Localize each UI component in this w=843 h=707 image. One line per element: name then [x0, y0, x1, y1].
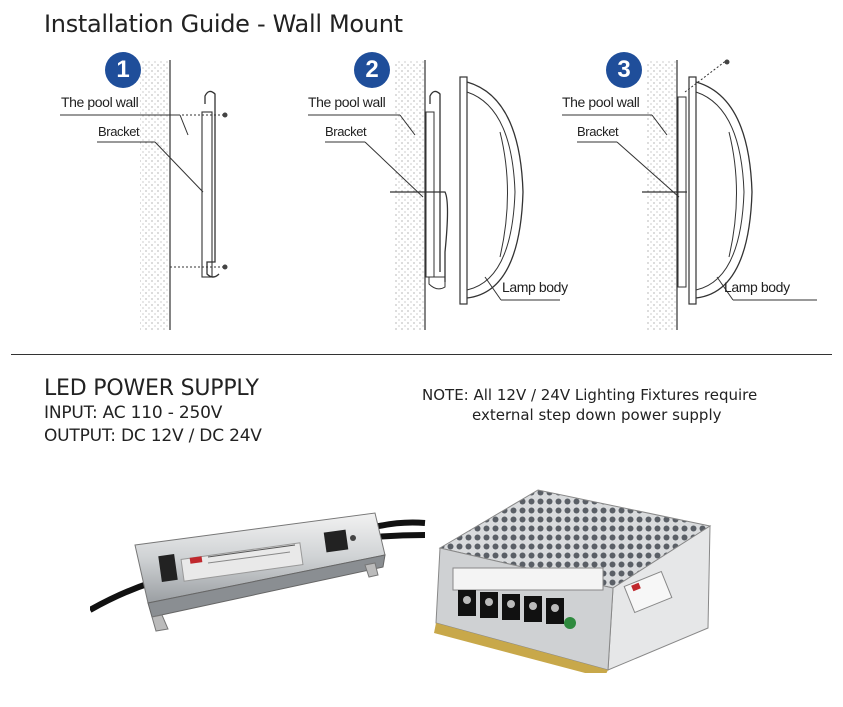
- section-divider: [11, 354, 832, 355]
- step-number-badge: 2: [354, 52, 390, 88]
- input-spec: INPUT: AC 110 - 250V: [44, 403, 223, 423]
- step-2-diagram: [308, 60, 560, 330]
- bracket-label: Bracket: [98, 124, 140, 139]
- power-supply-title: LED POWER SUPPLY: [44, 376, 259, 401]
- bracket-label: Bracket: [325, 124, 367, 139]
- install-step-1: 1 The pool wall Bracket: [55, 52, 305, 332]
- bracket-label: Bracket: [577, 124, 619, 139]
- note-line-2: external step down power supply: [472, 406, 722, 424]
- page-title: Installation Guide - Wall Mount: [44, 10, 403, 38]
- switching-psu-image: [434, 489, 712, 673]
- install-step-3: 3 The pool wall Bracket Lamp body: [557, 52, 817, 332]
- lamp-body-label: Lamp body: [502, 279, 568, 295]
- step-3-diagram: [562, 59, 817, 330]
- pool-wall-label: The pool wall: [562, 94, 640, 110]
- led-driver-image: [90, 512, 426, 632]
- lamp-body-label: Lamp body: [724, 279, 790, 295]
- pool-wall-label: The pool wall: [308, 94, 386, 110]
- install-step-2: 2 The pool wall Bracket Lamp body: [305, 52, 568, 332]
- power-supply-note: NOTE: All 12V / 24V Lighting Fixtures re…: [422, 385, 757, 425]
- step-number-badge: 1: [105, 52, 141, 88]
- pool-wall-label: The pool wall: [61, 94, 139, 110]
- output-spec: OUTPUT: DC 12V / DC 24V: [44, 426, 262, 446]
- step-1-diagram: [60, 60, 228, 330]
- note-line-1: NOTE: All 12V / 24V Lighting Fixtures re…: [422, 386, 758, 404]
- step-number-badge: 3: [606, 52, 642, 88]
